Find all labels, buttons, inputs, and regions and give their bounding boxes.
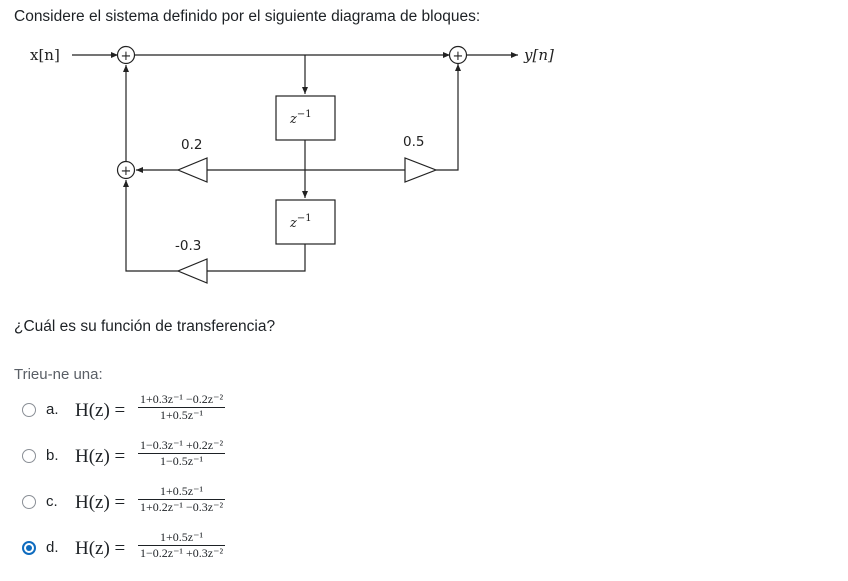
gain-triangle-right [404,157,438,183]
adder-output: + [448,45,468,65]
svg-text:+: + [121,49,132,64]
option-b[interactable]: b. H(z) = 1−0.3z⁻¹ +0.2z⁻² 1−0.5z⁻¹ [22,438,422,489]
radio-option-c[interactable] [22,495,36,509]
radio-option-a[interactable] [22,403,36,417]
option-fraction: 1+0.5z⁻¹ 1+0.2z⁻¹ −0.3z⁻² [138,484,226,515]
option-lhs: H(z) = [75,538,126,559]
option-letter: b. [46,447,59,464]
option-letter: c. [46,493,58,510]
option-denominator: 1−0.2z⁻¹ +0.3z⁻² [140,546,224,560]
gain-label-bottom: -0.3 [175,238,201,254]
option-d[interactable]: d. H(z) = 1+0.5z⁻¹ 1−0.2z⁻¹ +0.3z⁻² [22,530,422,581]
subquestion-text: ¿Cuál es su función de transferencia? [14,318,276,335]
input-label: x[n] [30,46,60,64]
svg-text:z−1: z−1 [289,109,312,127]
gain-label-right: 0.5 [403,134,424,150]
option-fraction: 1+0.3z⁻¹ −0.2z⁻² 1+0.5z⁻¹ [138,392,226,423]
svg-text:+: + [121,164,132,179]
option-lhs: H(z) = [75,400,126,421]
radio-option-b[interactable] [22,449,36,463]
option-numerator: 1+0.5z⁻¹ [138,530,226,546]
output-label: y[n] [523,46,554,64]
option-numerator: 1+0.3z⁻¹ −0.2z⁻² [138,392,226,408]
gain-triangle-bottom [176,258,208,284]
option-letter: a. [46,401,59,418]
option-c[interactable]: c. H(z) = 1+0.5z⁻¹ 1+0.2z⁻¹ −0.3z⁻² [22,484,422,535]
svg-text:+: + [453,49,464,64]
gain-triangle-top [176,157,208,183]
option-fraction: 1+0.5z⁻¹ 1−0.2z⁻¹ +0.3z⁻² [138,530,226,561]
delay-block-2: z−1 [275,199,336,245]
question-text: Considere el sistema definido por el sig… [14,8,481,25]
option-letter: d. [46,539,59,556]
adder-input: + [116,45,136,65]
option-denominator: 1+0.5z⁻¹ [160,408,204,422]
gain-label-top: 0.2 [181,137,202,153]
option-lhs: H(z) = [75,492,126,513]
svg-text:z−1: z−1 [289,213,312,231]
option-denominator: 1+0.2z⁻¹ −0.3z⁻² [140,500,224,514]
answer-prompt: Trieu-ne una: [14,366,103,383]
option-denominator: 1−0.5z⁻¹ [160,454,204,468]
option-lhs: H(z) = [75,446,126,467]
option-numerator: 1−0.3z⁻¹ +0.2z⁻² [138,438,226,454]
adder-feedback: + [116,160,136,180]
block-diagram: + + + z−1 z−1 x[n] y[n] 0.2 -0.3 0.5 [30,45,554,284]
radio-option-d[interactable] [22,541,36,555]
option-numerator: 1+0.5z⁻¹ [138,484,226,500]
option-a[interactable]: a. H(z) = 1+0.3z⁻¹ −0.2z⁻² 1+0.5z⁻¹ [22,392,422,443]
delay-block-1: z−1 [275,95,336,141]
option-fraction: 1−0.3z⁻¹ +0.2z⁻² 1−0.5z⁻¹ [138,438,226,469]
